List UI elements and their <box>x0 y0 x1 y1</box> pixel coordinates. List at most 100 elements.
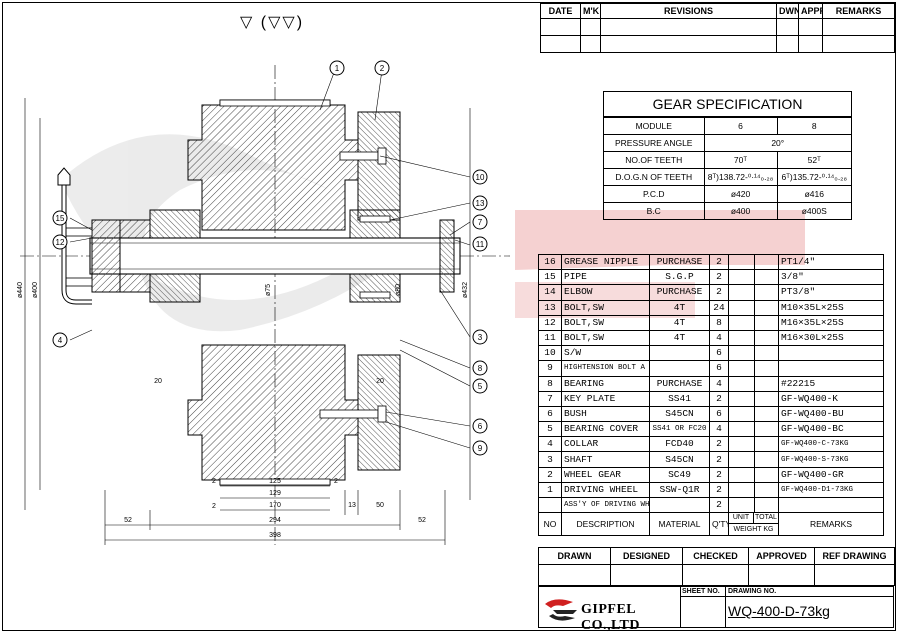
bom-material: PURCHASE <box>649 253 710 271</box>
svg-text:3: 3 <box>478 333 483 342</box>
svg-text:ø432: ø432 <box>462 282 469 298</box>
bom-total-weight <box>754 390 779 407</box>
bom-remarks: GF-WQ400-D1-73KG <box>778 481 884 499</box>
svg-text:398: 398 <box>269 532 281 539</box>
bom-description: HIGHTENSION BOLT A <box>561 360 650 377</box>
svg-text:52: 52 <box>418 517 426 524</box>
company-logo: GIPFEL CO.,LTD <box>541 596 681 633</box>
bom-material: S45CN <box>649 405 710 423</box>
bom-total-weight <box>754 284 779 301</box>
rev-header-appr: APPR <box>798 3 823 19</box>
svg-text:ø80: ø80 <box>395 284 402 296</box>
collar-left <box>91 219 121 293</box>
bearing-covers <box>119 209 401 303</box>
key-plate-right <box>439 219 455 293</box>
drawing-no-label: DRAWING NO. <box>728 588 777 595</box>
bom-remarks: 3/8" <box>778 269 884 286</box>
title-ref-drawing: REF DRAWING <box>814 547 895 565</box>
bom-total-weight <box>754 329 779 347</box>
gear-spec-label: NO.OF TEETH <box>604 151 705 169</box>
svg-text:2: 2 <box>212 478 216 485</box>
bom-no: 6 <box>538 405 562 423</box>
bom-unit-weight <box>728 253 755 271</box>
sheet-no-label: SHEET NO. <box>682 588 720 595</box>
bom-material: SS41 OR FC20 <box>649 421 710 438</box>
svg-text:52: 52 <box>124 517 132 524</box>
svg-text:10: 10 <box>476 173 485 182</box>
bom-material: 4T <box>649 314 710 331</box>
gear-spec-label: B.C <box>604 202 705 219</box>
balloon-10: 10 <box>472 169 488 185</box>
gear-spec-label: MODULE <box>604 117 705 135</box>
bom-material <box>649 345 710 362</box>
bom-no: 16 <box>538 253 562 271</box>
bom-description: GREASE NIPPLE <box>561 253 650 271</box>
bom-no: 15 <box>538 269 562 286</box>
bom-no: 7 <box>538 390 562 407</box>
cross-section-drawing: 1 2 10 13 7 11 15 12 4 3 8 5 6 9 125 129… <box>17 60 510 545</box>
bom-description: BOLT,SW <box>561 299 650 316</box>
balloon-5: 5 <box>472 378 488 394</box>
bolts <box>61 147 391 423</box>
bom-no: 11 <box>538 329 562 347</box>
bom-qty: 6 <box>709 405 729 423</box>
bom-description: PIPE <box>561 269 650 286</box>
bom-total-weight <box>754 451 779 468</box>
rev-header-dwn: DWN <box>776 3 799 19</box>
bom-unit-weight <box>728 466 755 483</box>
balloon-9: 9 <box>472 440 488 456</box>
driving-wheel-lower <box>187 344 359 486</box>
bom-remarks: GF-WQ400-K <box>778 390 884 407</box>
bom-unit-weight <box>728 299 755 316</box>
bom-unit-weight <box>728 496 755 514</box>
svg-text:294: 294 <box>269 517 281 524</box>
svg-text:5: 5 <box>478 382 483 391</box>
bom-remarks: M16×35L×25S <box>778 314 884 331</box>
dimension-labels: 125 129 170 294 398 52 52 13 50 2 2 20 2… <box>17 282 469 539</box>
svg-text:2: 2 <box>380 64 385 73</box>
bom-no: 10 <box>538 345 562 362</box>
bom-material <box>649 360 710 377</box>
svg-text:9: 9 <box>478 444 483 453</box>
bom-no: 9 <box>538 360 562 377</box>
rev-header-date: DATE <box>540 3 581 19</box>
bom-no <box>538 496 562 514</box>
bom-total-weight <box>754 466 779 483</box>
bom-no: 14 <box>538 284 562 301</box>
bom-qty: 2 <box>709 496 729 514</box>
bom-header-unit: UNIT <box>730 513 754 524</box>
bom-description: S/W <box>561 345 650 362</box>
bom-qty: 24 <box>709 299 729 316</box>
balloon-2: 2 <box>374 60 390 76</box>
bom-remarks <box>778 360 884 377</box>
bom-qty: 4 <box>709 329 729 347</box>
gear-spec-value: 8ᵀ)138.72-⁰·¹⁴₀.₂₈ <box>704 168 778 186</box>
bom-no: 12 <box>538 314 562 331</box>
gear-spec-value: ø400 <box>704 202 778 219</box>
bom-unit-weight <box>728 451 755 468</box>
bom-remarks: GF-WQ400-GR <box>778 466 884 483</box>
bom-material: SC49 <box>649 466 710 483</box>
bom-qty: 2 <box>709 481 729 499</box>
balloon-7: 7 <box>472 214 488 230</box>
bom-description: ELBOW <box>561 284 650 301</box>
bom-unit-weight <box>728 345 755 362</box>
svg-text:6: 6 <box>478 422 483 431</box>
bom-unit-weight <box>728 360 755 377</box>
bom-description: BUSH <box>561 405 650 423</box>
bom-material: SS41 <box>649 390 710 407</box>
bom-total-weight <box>754 405 779 423</box>
bom-material: FCD40 <box>649 436 710 453</box>
balloon-13: 13 <box>472 195 488 211</box>
gear-spec-value: ø416 <box>777 185 851 203</box>
